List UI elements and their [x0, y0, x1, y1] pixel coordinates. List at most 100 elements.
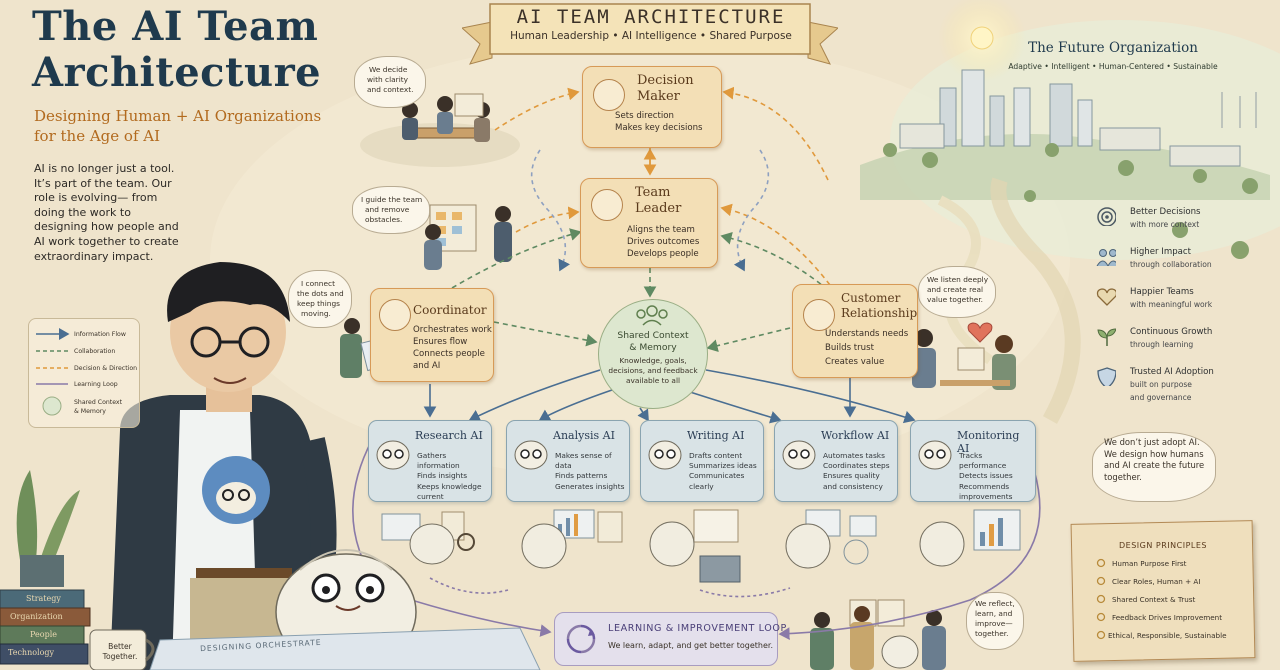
team-leader-line-3: Develops people	[627, 249, 699, 259]
principle-item: Human Purpose First	[1112, 559, 1187, 568]
team-leader-title: Team Leader	[635, 185, 682, 216]
monitoring-ai-lines: Tracks performance Detects issues Recomm…	[959, 451, 1013, 501]
future-org-title: The Future Organization	[1028, 40, 1198, 56]
benefit-sub: with meaningful work	[1130, 300, 1213, 309]
benefit-sub: through learning	[1130, 340, 1194, 349]
analysis-ai-mascot-icon	[514, 440, 548, 470]
coordinator-line-3: Connects people	[413, 349, 485, 359]
people-icon	[1096, 249, 1116, 266]
principle-item: Clear Roles, Human + AI	[1112, 577, 1201, 586]
book-organization: Organization	[10, 612, 63, 621]
heart-icon	[967, 322, 993, 343]
legend-shared-1: Shared Context	[74, 399, 122, 406]
principle-bullet-icons	[1096, 558, 1106, 640]
intro-text: AI is no longer just a tool. It’s part o…	[34, 162, 179, 263]
coordinator-avatar	[379, 299, 411, 331]
principle-item: Feedback Drives Improvement	[1112, 613, 1223, 622]
desk-props	[0, 470, 541, 670]
title-line-2: Architecture	[32, 49, 322, 96]
research-ai-lines: Gathers information Finds insights Keeps…	[417, 451, 482, 501]
benefit-sub: through collaboration	[1130, 260, 1212, 269]
decision-maker-avatar	[593, 79, 625, 111]
book-technology: Technology	[8, 648, 55, 657]
future-org-subtitle: Adaptive • Intelligent • Human-Centered …	[1008, 62, 1218, 71]
writing-ai-lines: Drafts content Summarizes ideas Communic…	[689, 451, 757, 491]
writing-ai-mascot-icon	[648, 440, 682, 470]
benefit-sub: and governance	[1130, 393, 1192, 402]
team-leader-line-2: Drives outcomes	[627, 237, 700, 247]
city-skyline	[860, 69, 1270, 365]
learning-loop-title: LEARNING & IMPROVEMENT LOOP	[608, 623, 787, 634]
legend-decision: Decision & Direction	[74, 365, 138, 372]
agent-research-ai: Research AI Gathers information Finds in…	[368, 420, 492, 502]
shield-icon	[1097, 367, 1116, 386]
adopt-bubble	[1092, 432, 1216, 502]
monitoring-ai-mascot-icon	[918, 440, 952, 470]
agent-monitoring-ai: Monitoring AI Tracks performance Detects…	[910, 420, 1036, 502]
benefit-title: Trusted AI Adoption	[1130, 367, 1214, 377]
agent-writing-ai: Writing AI Drafts content Summarizes ide…	[640, 420, 764, 502]
heart-outline-icon	[1096, 288, 1116, 306]
page-subtitle: Designing Human + AI Organizations for t…	[34, 107, 322, 145]
leader-scene	[424, 204, 512, 270]
mug-text: Better Together.	[102, 642, 138, 661]
benefit-title: Continuous Growth	[1130, 327, 1213, 337]
writing-ai-title: Writing AI	[687, 429, 745, 442]
customer-relationship-title: Customer Relationship	[841, 291, 918, 320]
coordinator-line-2: Ensures flow	[413, 337, 468, 347]
sprout-icon	[1097, 328, 1116, 346]
analysis-ai-title: Analysis AI	[553, 429, 615, 442]
legend-shared-2: & Memory	[74, 408, 106, 415]
customer-relationship-avatar	[803, 299, 835, 331]
design-principles-title: DESIGN PRINCIPLES	[1119, 541, 1207, 550]
analysis-ai-lines: Makes sense of data Finds patterns Gener…	[555, 451, 625, 491]
customer-relationship-line-3: Creates value	[825, 357, 885, 367]
bubble-guide: I guide the team and remove obstacles.	[352, 186, 430, 234]
legend-info-flow: Information Flow	[74, 331, 126, 338]
card-decision-maker: Decision Maker Sets direction Makes key …	[582, 66, 722, 148]
bubble-reflect: We reflect, learn, and improve— together…	[966, 592, 1024, 650]
page-title: The AI Team Architecture	[32, 4, 352, 96]
workflow-ai-mascot-icon	[782, 440, 816, 470]
decision-maker-line-1: Sets direction	[615, 111, 674, 121]
cycle-icon	[566, 624, 596, 654]
monitoring-ai-title: Monitoring AI	[957, 429, 1020, 455]
reflection-scene	[810, 599, 946, 670]
legend-learning: Learning Loop	[74, 381, 118, 388]
coordinator-line-4: and AI	[413, 361, 441, 371]
shared-context-hub	[598, 299, 708, 409]
customer-scene	[912, 329, 1016, 390]
banner-subtitle: Human Leadership • AI Intelligence • Sha…	[510, 30, 792, 42]
target-icon	[1097, 207, 1116, 226]
meeting-scene	[360, 93, 520, 167]
research-ai-title: Research AI	[415, 429, 483, 442]
benefit-title: Higher Impact	[1130, 247, 1192, 257]
card-team-leader: Team Leader Aligns the team Drives outco…	[580, 178, 718, 268]
coordinator-title: Coordinator	[413, 303, 487, 317]
person-illustration	[110, 262, 337, 670]
benefit-title: Happier Teams	[1130, 287, 1194, 297]
customer-relationship-line-2: Builds trust	[825, 343, 874, 353]
principle-item: Shared Context & Trust	[1112, 595, 1196, 604]
learning-loop-subtitle: We learn, adapt, and get better together…	[608, 641, 773, 650]
legend-swatches	[36, 328, 70, 416]
decision-maker-line-2: Makes key decisions	[615, 123, 703, 133]
agent-workflow-ai: Workflow AI Automates tasks Coordinates …	[774, 420, 898, 502]
card-customer-relationship: Customer Relationship Understands needs …	[792, 284, 918, 378]
agent-analysis-ai: Analysis AI Makes sense of data Finds pa…	[506, 420, 630, 502]
shared-context-body: Knowledge, goals, decisions, and feedbac…	[608, 356, 698, 385]
principle-item: Ethical, Responsible, Sustainable	[1108, 631, 1227, 640]
workflow-ai-title: Workflow AI	[821, 429, 890, 442]
decision-maker-title: Decision Maker	[637, 73, 694, 104]
learning-loop-panel	[554, 612, 778, 666]
customer-relationship-line-1: Understands needs	[825, 329, 909, 339]
team-leader-line-1: Aligns the team	[627, 225, 695, 235]
workflow-ai-lines: Automates tasks Coordinates steps Ensure…	[823, 451, 890, 491]
banner-title: AI TEAM ARCHITECTURE	[516, 6, 786, 28]
card-coordinator: Coordinator Orchestrates work Ensures fl…	[370, 288, 494, 382]
bubble-decide: We decide with clarity and context.	[354, 56, 426, 108]
book-strategy: Strategy	[26, 594, 61, 603]
benefit-sub: with more context	[1130, 220, 1200, 229]
legend-collaboration: Collaboration	[74, 348, 116, 355]
research-ai-mascot-icon	[376, 440, 410, 470]
